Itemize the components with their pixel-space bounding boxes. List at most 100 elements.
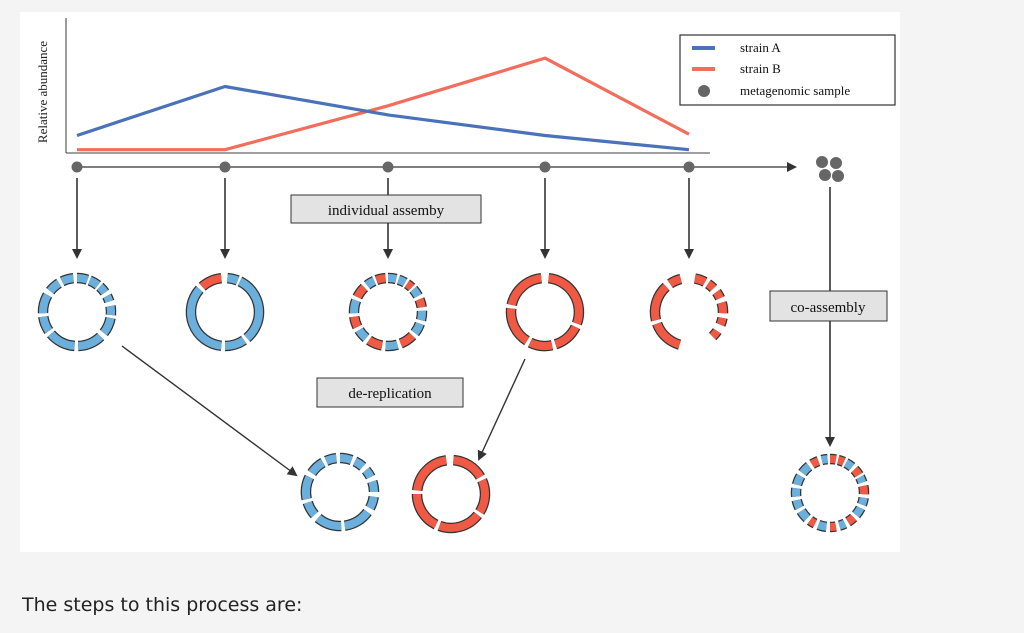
de-replication-box: de-replication [316, 377, 464, 408]
contig-segment [362, 467, 375, 479]
sample-2 [185, 161, 265, 352]
contig-segment [315, 514, 342, 530]
strain-a-curve [76, 84, 690, 152]
contig-segment [807, 517, 817, 528]
sample-dot [219, 161, 231, 173]
contig-segment [353, 457, 366, 470]
contig-segment [852, 506, 865, 518]
co-assembly-label: co-assembly [791, 300, 866, 316]
co-assembly-box: co-assembly [769, 290, 888, 322]
contig-segment [77, 333, 104, 350]
contig-segment [237, 277, 264, 342]
contig-segment [413, 456, 448, 492]
contig-segment [343, 509, 371, 530]
contig-segment [694, 274, 707, 286]
caption-text: The steps to this process are: [22, 594, 303, 616]
contig-segment [859, 485, 869, 495]
contig-segment [39, 292, 52, 314]
contig-segment [856, 475, 867, 484]
contig-segment [88, 276, 101, 289]
contig-segment [799, 463, 812, 476]
contig-segment [97, 283, 109, 295]
dereplication-arrow-blue [121, 345, 298, 477]
contig-segment [547, 274, 583, 325]
workflow-diagram: Relative abundance individual assemby co… [35, 18, 896, 534]
contig-segment [226, 274, 240, 285]
sample-points [37, 161, 729, 352]
contig-segment [476, 478, 489, 515]
sample-dot [382, 161, 394, 173]
contig-segment [375, 274, 387, 284]
contig-segment [399, 332, 416, 348]
contig-segment [303, 501, 318, 518]
contig-segment [713, 289, 724, 300]
contig-segment [705, 280, 717, 292]
contig-segment [60, 274, 74, 286]
assembled-genome-1 [37, 272, 117, 352]
strain-b-curve [77, 56, 690, 152]
assembled-genome-2 [185, 272, 265, 352]
sample-4 [505, 161, 585, 352]
contig-segment [76, 274, 89, 284]
contig-segment [667, 275, 682, 288]
contig-segment [829, 454, 837, 464]
contig-segment [653, 322, 681, 349]
contig-segment [411, 322, 424, 336]
contig-segment [366, 495, 378, 510]
contig-segment [350, 316, 362, 329]
assembled-genome-3 [348, 272, 428, 352]
contig-segment [350, 299, 360, 314]
individual-assembly-box: individual assemby [290, 194, 482, 224]
sample-1 [37, 161, 117, 352]
contig-segment [324, 454, 337, 465]
contig-segment [809, 457, 820, 468]
contig-segment [39, 315, 53, 334]
contig-segment [368, 480, 378, 493]
legend-label-strain-b: strain B [740, 61, 781, 76]
contig-segment [717, 301, 728, 314]
sample-dot [71, 161, 83, 173]
result-genomes [300, 452, 870, 534]
contig-segment [838, 519, 847, 530]
legend-label-sample: metagenomic sample [740, 83, 850, 98]
contig-segment [224, 336, 247, 350]
dereplicated-genome-a [300, 452, 380, 532]
contig-segment [103, 294, 114, 303]
legend-label-strain-a: strain A [740, 40, 781, 55]
contig-segment [845, 514, 857, 526]
contig-segment [302, 475, 314, 500]
dereplicated-genome-b [411, 454, 491, 534]
contig-segment [412, 493, 439, 529]
contig-segment [507, 274, 543, 306]
contig-segment [528, 338, 553, 350]
assembled-genome-5 [649, 273, 729, 350]
contig-segment [792, 499, 804, 510]
contig-segment [851, 466, 863, 478]
abundance-curves [76, 56, 690, 152]
sample-5 [649, 161, 729, 350]
sample-3 [348, 161, 428, 352]
dereplication-arrow-red [477, 358, 526, 461]
figure-panel: Relative abundance individual assemby co… [20, 12, 900, 552]
contig-segment [308, 459, 326, 476]
contig-segment [186, 286, 223, 350]
contig-segment [820, 455, 828, 464]
contig-segment [100, 316, 115, 336]
contig-segment [339, 454, 353, 464]
contig-segment [199, 274, 223, 290]
contig-segment [793, 473, 805, 486]
contig-segment [507, 307, 530, 345]
legend: strain A strain B metagenomic sample [679, 34, 896, 106]
contig-segment [452, 456, 484, 480]
contig-segment [387, 273, 398, 283]
contig-segment [353, 284, 368, 300]
contig-segment [47, 331, 76, 350]
contig-segment [404, 280, 415, 291]
de-replication-label: de-replication [348, 386, 432, 402]
contig-segment [366, 336, 383, 350]
individual-assembly-label: individual assemby [328, 203, 445, 219]
contig-segment [385, 340, 399, 350]
contig-segment [554, 324, 580, 349]
contig-segment [797, 508, 811, 522]
contig-segment [650, 283, 670, 322]
